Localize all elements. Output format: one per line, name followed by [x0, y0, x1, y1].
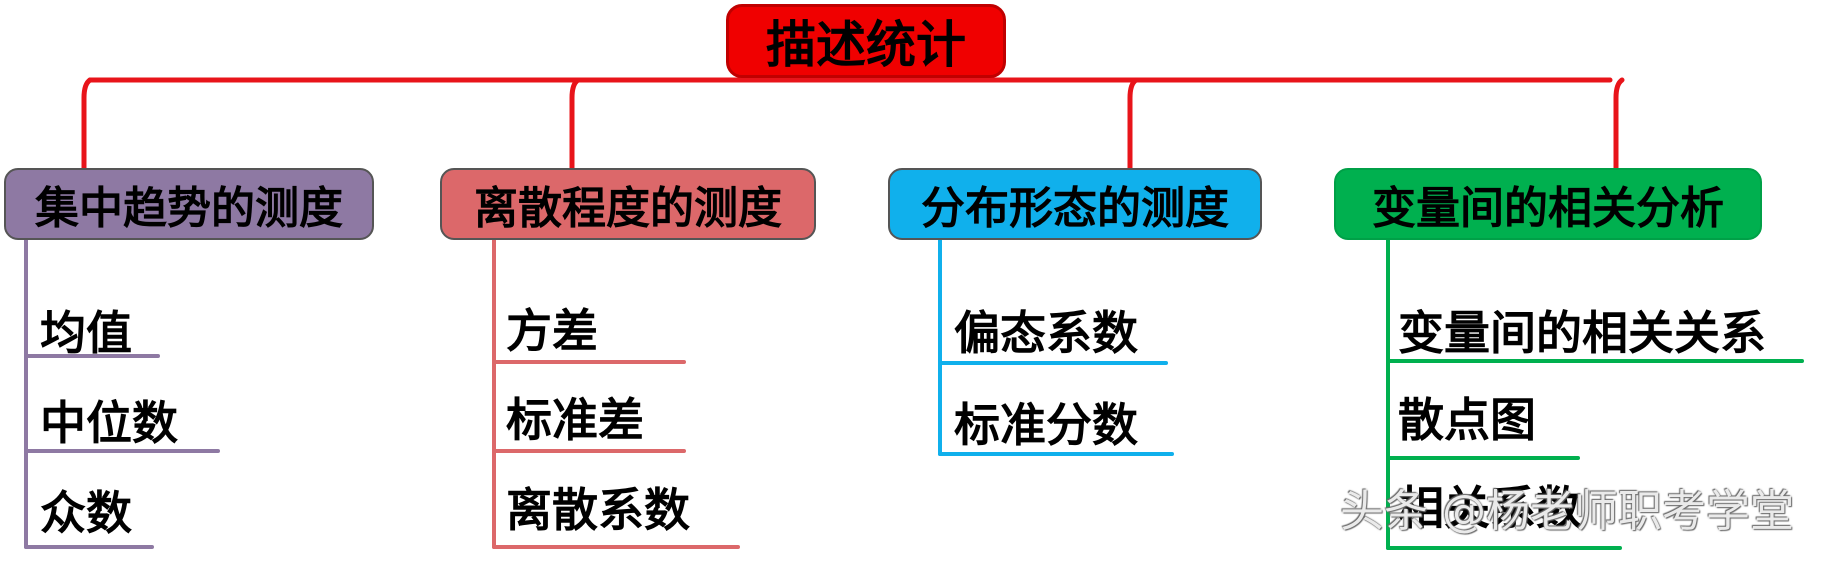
leaf-mode: 众数: [40, 486, 132, 540]
leaf-median: 中位数: [40, 396, 178, 450]
category-distribution-shape: 分布形态的测度: [888, 168, 1262, 240]
leaf-correlation-coefficient: 相关系数: [1398, 481, 1582, 535]
leaf-standard-deviation: 标准差: [506, 393, 644, 447]
connector-drop-2: [1127, 77, 1139, 171]
category-central-tendency: 集中趋势的测度: [4, 168, 374, 240]
leaf-standard-score: 标准分数: [954, 398, 1138, 452]
root-node-descriptive-statistics: 描述统计: [726, 4, 1006, 78]
leaf-coefficient-of-variation: 离散系数: [506, 483, 690, 537]
connector-drop-3: [1613, 77, 1625, 171]
leaf-variance: 方差: [506, 304, 598, 358]
leaf-correlation-relationship: 变量间的相关关系: [1398, 306, 1766, 360]
category-dispersion: 离散程度的测度: [440, 168, 816, 240]
leaf-scatter-plot: 散点图: [1398, 393, 1536, 447]
watermark-text: 头条 @杨老师职考学堂: [1340, 486, 1794, 537]
connector-drop-1: [569, 77, 581, 171]
category-correlation-analysis: 变量间的相关分析: [1334, 168, 1762, 240]
connector-drop-0: [81, 77, 93, 171]
leaf-mean: 均值: [40, 306, 132, 360]
leaf-skewness-coefficient: 偏态系数: [954, 306, 1138, 360]
